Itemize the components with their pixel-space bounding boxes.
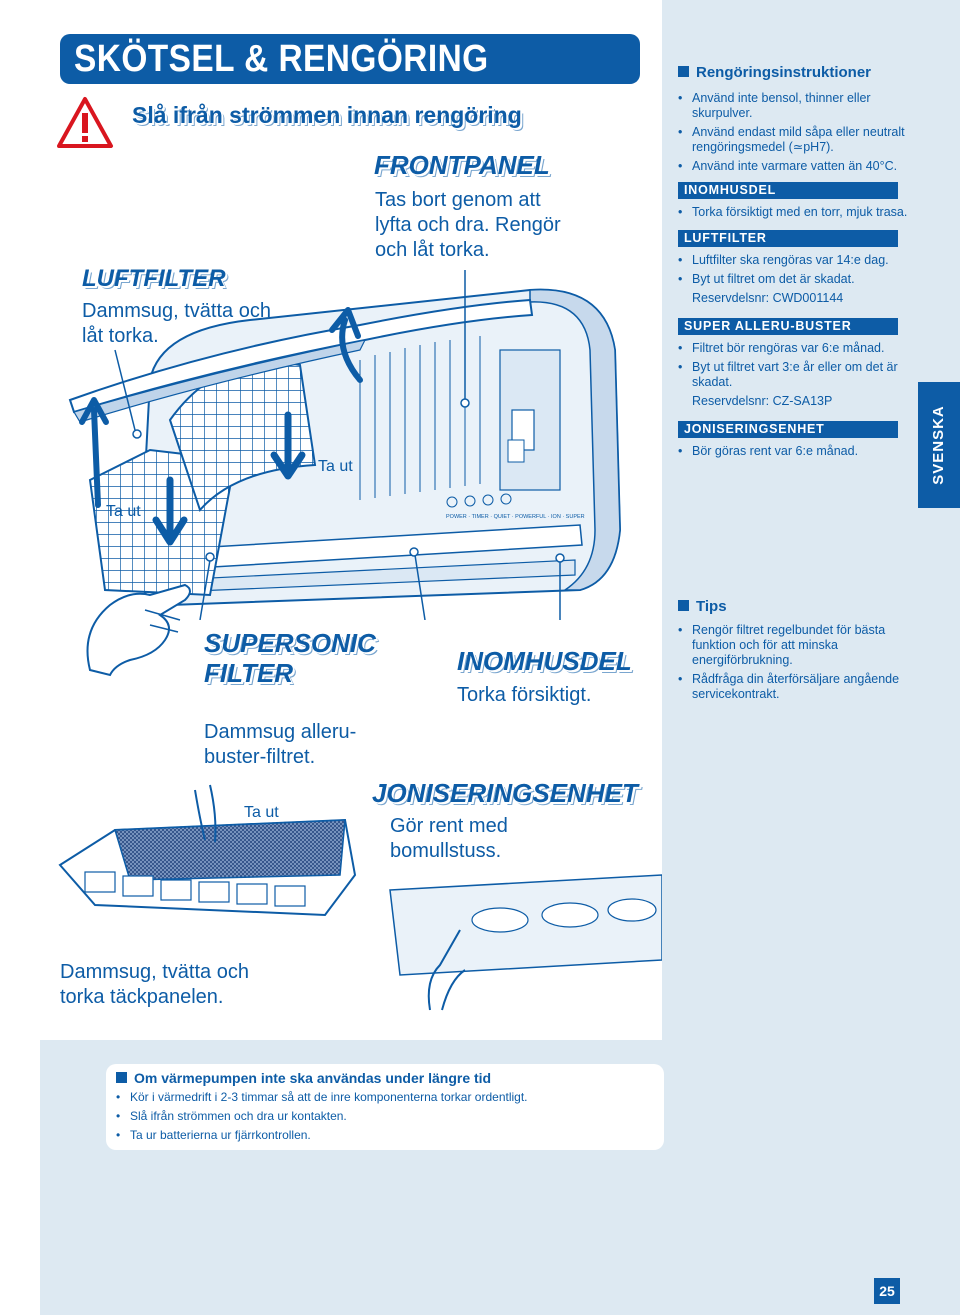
indoor-unit-illustration: POWER · TIMER · QUIET · POWERFUL · ION ·… <box>68 270 622 620</box>
panel-note: Dammsug, tvätta och torka täckpanelen. <box>60 961 249 1008</box>
supersonic-title: SUPERSONIC FILTER <box>204 628 376 688</box>
frontpanel-title: FRONTPANEL <box>374 150 550 180</box>
joniseringsenhet-title: JONISERINGSENHET <box>372 778 638 808</box>
language-tab: SVENSKA <box>918 382 960 508</box>
jonisering-list: Bör göras rent var 6:e månad. <box>678 444 908 459</box>
list-item: Bör göras rent var 6:e månad. <box>678 444 908 459</box>
tips-section: Tips Rengör filtret regelbundet för bäst… <box>678 598 908 706</box>
list-item: Rådfråga din återförsäljare angående ser… <box>678 672 908 702</box>
super-list: Filtret bör rengöras var 6:e månad. Byt … <box>678 341 908 390</box>
list-item: Filtret bör rengöras var 6:e månad. <box>678 341 908 356</box>
list-item: Använd inte varmare vatten än 40°C. <box>678 159 908 174</box>
page-title: SKÖTSEL & RENGÖRING <box>74 38 489 80</box>
page-number: 25 <box>874 1278 900 1304</box>
ta-ut-label-1: Ta ut <box>318 458 353 475</box>
storage-heading: Om värmepumpen inte ska användas under l… <box>116 1070 491 1086</box>
warning-icon <box>57 97 113 148</box>
hand-illustration <box>86 583 191 677</box>
title-bar <box>60 34 640 84</box>
list-item: Luftfilter ska rengöras var 14:e dag. <box>678 253 908 268</box>
luftfilter-bar: LUFTFILTER <box>678 230 898 247</box>
list-item: Rengör filtret regelbundet för bästa fun… <box>678 623 908 668</box>
list-item: Använd endast mild såpa eller neutralt r… <box>678 125 908 155</box>
list-item: Ta ur batterierna ur fjärrkontrollen. <box>116 1126 528 1145</box>
luftfilter-title: LUFTFILTER <box>82 265 226 292</box>
filter-tray-illustration <box>58 784 357 917</box>
list-item: Byt ut filtret om det är skadat. <box>678 272 908 287</box>
jonisering-bar: JONISERINGSENHET <box>678 421 898 438</box>
list-item: Kör i värmedrift i 2-3 timmar så att de … <box>116 1088 528 1107</box>
luftfilter-text: Dammsug, tvätta och låt torka. <box>82 300 271 347</box>
list-item: Torka försiktigt med en torr, mjuk trasa… <box>678 205 908 220</box>
ta-ut-label-2: Ta ut <box>106 503 141 520</box>
luftfilter-list: Luftfilter ska rengöras var 14:e dag. By… <box>678 253 908 287</box>
list-item: Slå ifrån strömmen och dra ur kontakten. <box>116 1107 528 1126</box>
list-item: Använd inte bensol, thinner eller skurpu… <box>678 91 908 121</box>
inomhusdel-title: INOMHUSDEL <box>457 646 632 676</box>
inomhusdel-text: Torka försiktigt. <box>457 684 592 706</box>
ionizer-illustration <box>389 874 662 1011</box>
tips-list: Rengör filtret regelbundet för bästa fun… <box>678 623 908 702</box>
unit-button-label: POWER · TIMER · QUIET · POWERFUL · ION ·… <box>446 514 585 520</box>
general-list: Använd inte bensol, thinner eller skurpu… <box>678 91 908 174</box>
warning-text: Slå ifrån strömmen innan rengöring <box>132 102 522 128</box>
super-part-number: Reservdelsnr: CZ-SA13P <box>692 394 833 408</box>
ta-ut-label-3: Ta ut <box>244 804 279 821</box>
supersonic-text: Dammsug alleru- buster-filtret. <box>204 721 357 768</box>
tips-heading: Tips <box>678 598 908 615</box>
list-item: Byt ut filtret vart 3:e år eller om det … <box>678 360 908 390</box>
joniseringsenhet-text: Gör rent med bomullstuss. <box>390 815 508 862</box>
storage-note-box: Om värmepumpen inte ska användas under l… <box>106 1064 664 1150</box>
cleaning-heading: Rengöringsinstruktioner <box>678 64 908 81</box>
luftfilter-part-number: Reservdelsnr: CWD001144 <box>692 291 844 305</box>
inomhusdel-bar: INOMHUSDEL <box>678 182 898 199</box>
inomhusdel-list: Torka försiktigt med en torr, mjuk trasa… <box>678 205 908 220</box>
frontpanel-text: Tas bort genom att lyfta och dra. Rengör… <box>375 189 561 261</box>
super-bar: SUPER ALLERU-BUSTER <box>678 318 898 335</box>
cleaning-instructions: Rengöringsinstruktioner Använd inte bens… <box>678 64 908 463</box>
storage-list: Kör i värmedrift i 2-3 timmar så att de … <box>116 1088 528 1145</box>
